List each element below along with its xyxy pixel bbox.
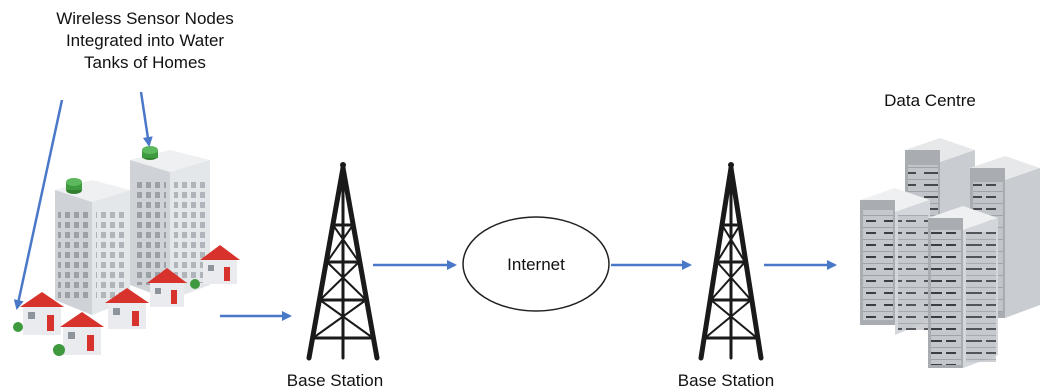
data-centre-label: Data Centre <box>884 91 976 110</box>
caption-line-3: Tanks of Homes <box>84 53 206 72</box>
houses-icon <box>13 245 240 356</box>
base-station-right-label: Base Station <box>677 371 775 390</box>
caption-arrow-left <box>13 99 64 310</box>
internet-cloud-icon <box>462 216 610 312</box>
base-station-left-label: Base Station <box>286 371 384 390</box>
server-racks-icon <box>860 138 1040 368</box>
tower-icon <box>306 162 380 361</box>
caption-arrow-right <box>139 91 153 147</box>
internet-label: Internet <box>507 255 565 274</box>
apartment-buildings-icon <box>55 146 210 315</box>
caption-line-1: Wireless Sensor Nodes <box>56 9 234 28</box>
sensor-nodes-caption: Wireless Sensor Nodes Integrated into Wa… <box>0 8 290 74</box>
caption-line-2: Integrated into Water <box>65 31 225 50</box>
tower-icon <box>698 162 764 361</box>
